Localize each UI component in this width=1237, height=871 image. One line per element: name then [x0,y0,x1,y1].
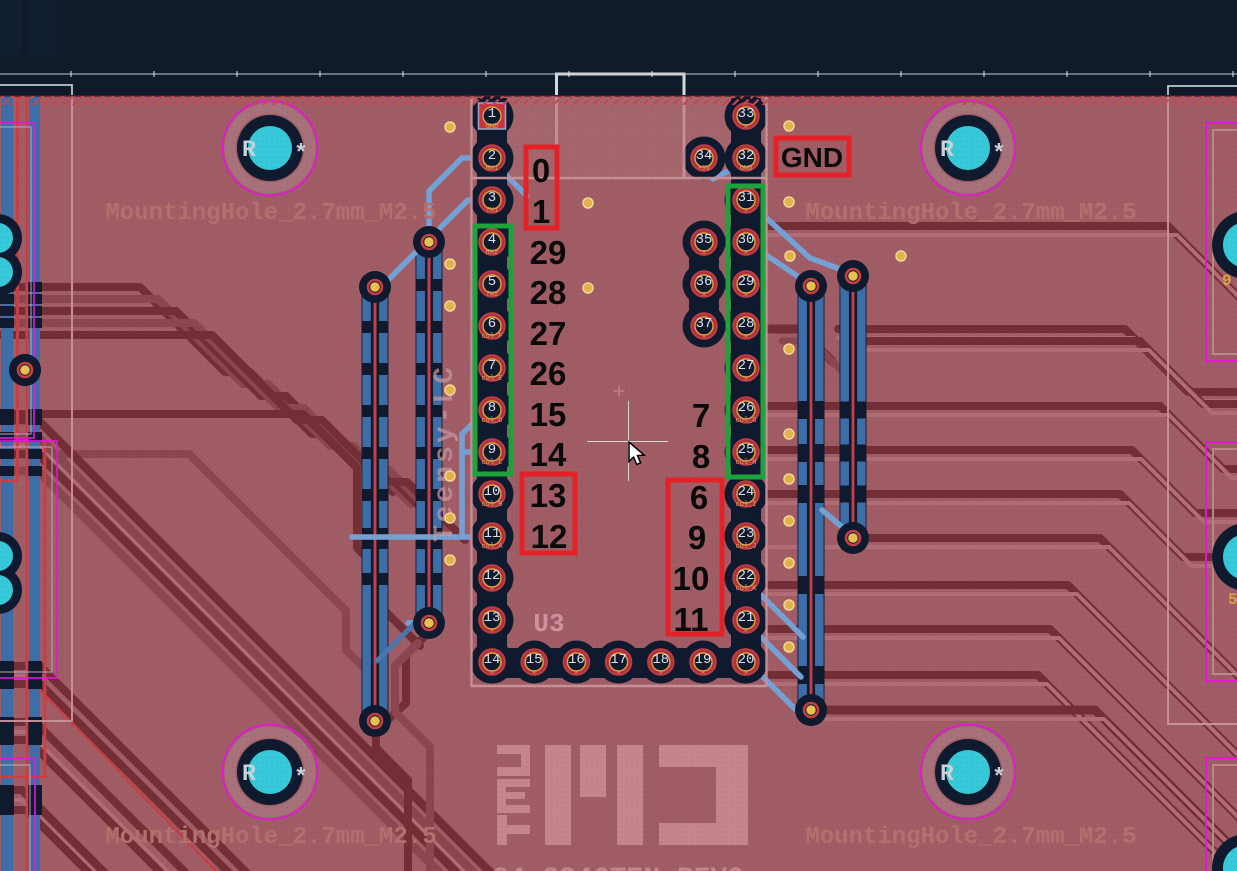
svg-text:11: 11 [674,601,709,638]
svg-text:13: 13 [530,477,567,514]
svg-text:7: 7 [692,397,710,434]
svg-text:6: 6 [690,479,708,516]
svg-text:12: 12 [531,518,568,555]
svg-text:27: 27 [530,315,567,352]
svg-text:15: 15 [530,396,567,433]
svg-text:14: 14 [530,436,567,473]
svg-text:26: 26 [530,355,567,392]
svg-text:GND: GND [781,142,843,173]
svg-text:29: 29 [530,234,567,271]
svg-text:8: 8 [692,438,710,475]
svg-text:10: 10 [673,560,710,597]
svg-text:1: 1 [532,193,550,230]
svg-text:28: 28 [530,274,567,311]
svg-text:9: 9 [688,519,706,556]
svg-text:0: 0 [532,152,550,189]
